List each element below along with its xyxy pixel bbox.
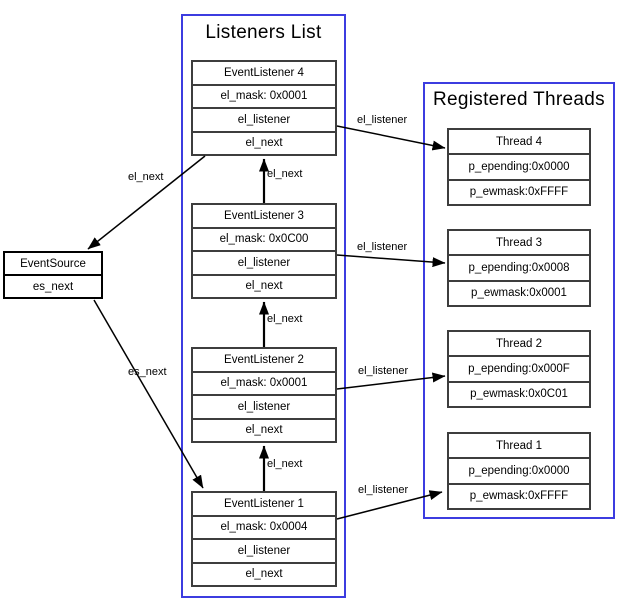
event-listener-2-listener-field: el_listener (193, 396, 335, 420)
thread-4-title: Thread 4 (449, 130, 589, 156)
event-listener-2-next-field: el_next (245, 424, 283, 437)
event-source-node: EventSource es_next (3, 251, 103, 299)
thread-2-node: Thread 2 p_epending:0x000F p_ewmask:0x0C… (447, 330, 591, 408)
thread-3-title: Thread 3 (449, 231, 589, 257)
thread-4-ewmask-field: p_ewmask:0xFFFF (469, 186, 569, 199)
edge-label-el-next-el2-el3: el_next (267, 313, 303, 325)
event-listener-4-next-field: el_next (245, 137, 283, 150)
thread-1-node: Thread 1 p_epending:0x0000 p_ewmask:0xFF… (447, 432, 591, 510)
event-listener-2-node: EventListener 2 el_mask: 0x0001 el_liste… (191, 347, 337, 443)
event-listener-4-title: EventListener 4 (193, 62, 335, 86)
thread-3-node: Thread 3 p_epending:0x0008 p_ewmask:0x00… (447, 229, 591, 307)
thread-1-epending-field: p_epending:0x0000 (449, 459, 589, 485)
edge-label-el-next-el1-el2: el_next (267, 458, 303, 470)
event-listener-4-mask-field: el_mask: 0x0001 (193, 86, 335, 109)
event-listener-3-next-field: el_next (245, 280, 283, 293)
event-listener-1-next-field: el_next (245, 568, 283, 581)
edge-label-el-next-el3-el4: el_next (267, 168, 303, 180)
event-listener-2-title: EventListener 2 (193, 349, 335, 373)
event-listener-3-node: EventListener 3 el_mask: 0x0C00 el_liste… (191, 203, 337, 299)
thread-2-title: Thread 2 (449, 332, 589, 358)
thread-4-epending-field: p_epending:0x0000 (449, 155, 589, 181)
event-listener-4-listener-field: el_listener (193, 109, 335, 133)
event-listener-1-mask-field: el_mask: 0x0004 (193, 517, 335, 540)
edge-label-el-listener-t3: el_listener (357, 241, 408, 253)
thread-3-ewmask-field: p_ewmask:0x0001 (471, 287, 567, 300)
registered-threads-group: Registered Threads (423, 82, 615, 519)
thread-4-node: Thread 4 p_epending:0x0000 p_ewmask:0xFF… (447, 128, 591, 206)
listeners-list-title: Listeners List (205, 22, 322, 43)
edge-label-el-listener-t2: el_listener (358, 365, 409, 377)
event-listener-2-mask-field: el_mask: 0x0001 (193, 373, 335, 396)
event-source-es-next-field: es_next (32, 280, 74, 293)
event-listener-1-title: EventListener 1 (193, 493, 335, 517)
edge-label-el-listener-t1: el_listener (358, 484, 409, 496)
event-listener-3-mask-field: el_mask: 0x0C00 (193, 229, 335, 252)
event-listener-3-title: EventListener 3 (193, 205, 335, 229)
edge-label-el-listener-t4: el_listener (357, 114, 408, 126)
event-listener-4-node: EventListener 4 el_mask: 0x0001 el_liste… (191, 60, 337, 156)
event-listener-1-listener-field: el_listener (193, 540, 335, 564)
edge-label-es-next: es_next (128, 366, 167, 378)
thread-2-epending-field: p_epending:0x000F (449, 357, 589, 383)
thread-1-ewmask-field: p_ewmask:0xFFFF (469, 490, 569, 503)
event-listener-1-node: EventListener 1 el_mask: 0x0004 el_liste… (191, 491, 337, 587)
thread-2-ewmask-field: p_ewmask:0x0C01 (470, 388, 568, 401)
event-source-title: EventSource (5, 253, 101, 276)
event-listener-3-listener-field: el_listener (193, 252, 335, 276)
thread-3-epending-field: p_epending:0x0008 (449, 256, 589, 282)
registered-threads-title: Registered Threads (433, 89, 605, 110)
edge-label-el-next-source: el_next (128, 171, 164, 183)
thread-1-title: Thread 1 (449, 434, 589, 460)
